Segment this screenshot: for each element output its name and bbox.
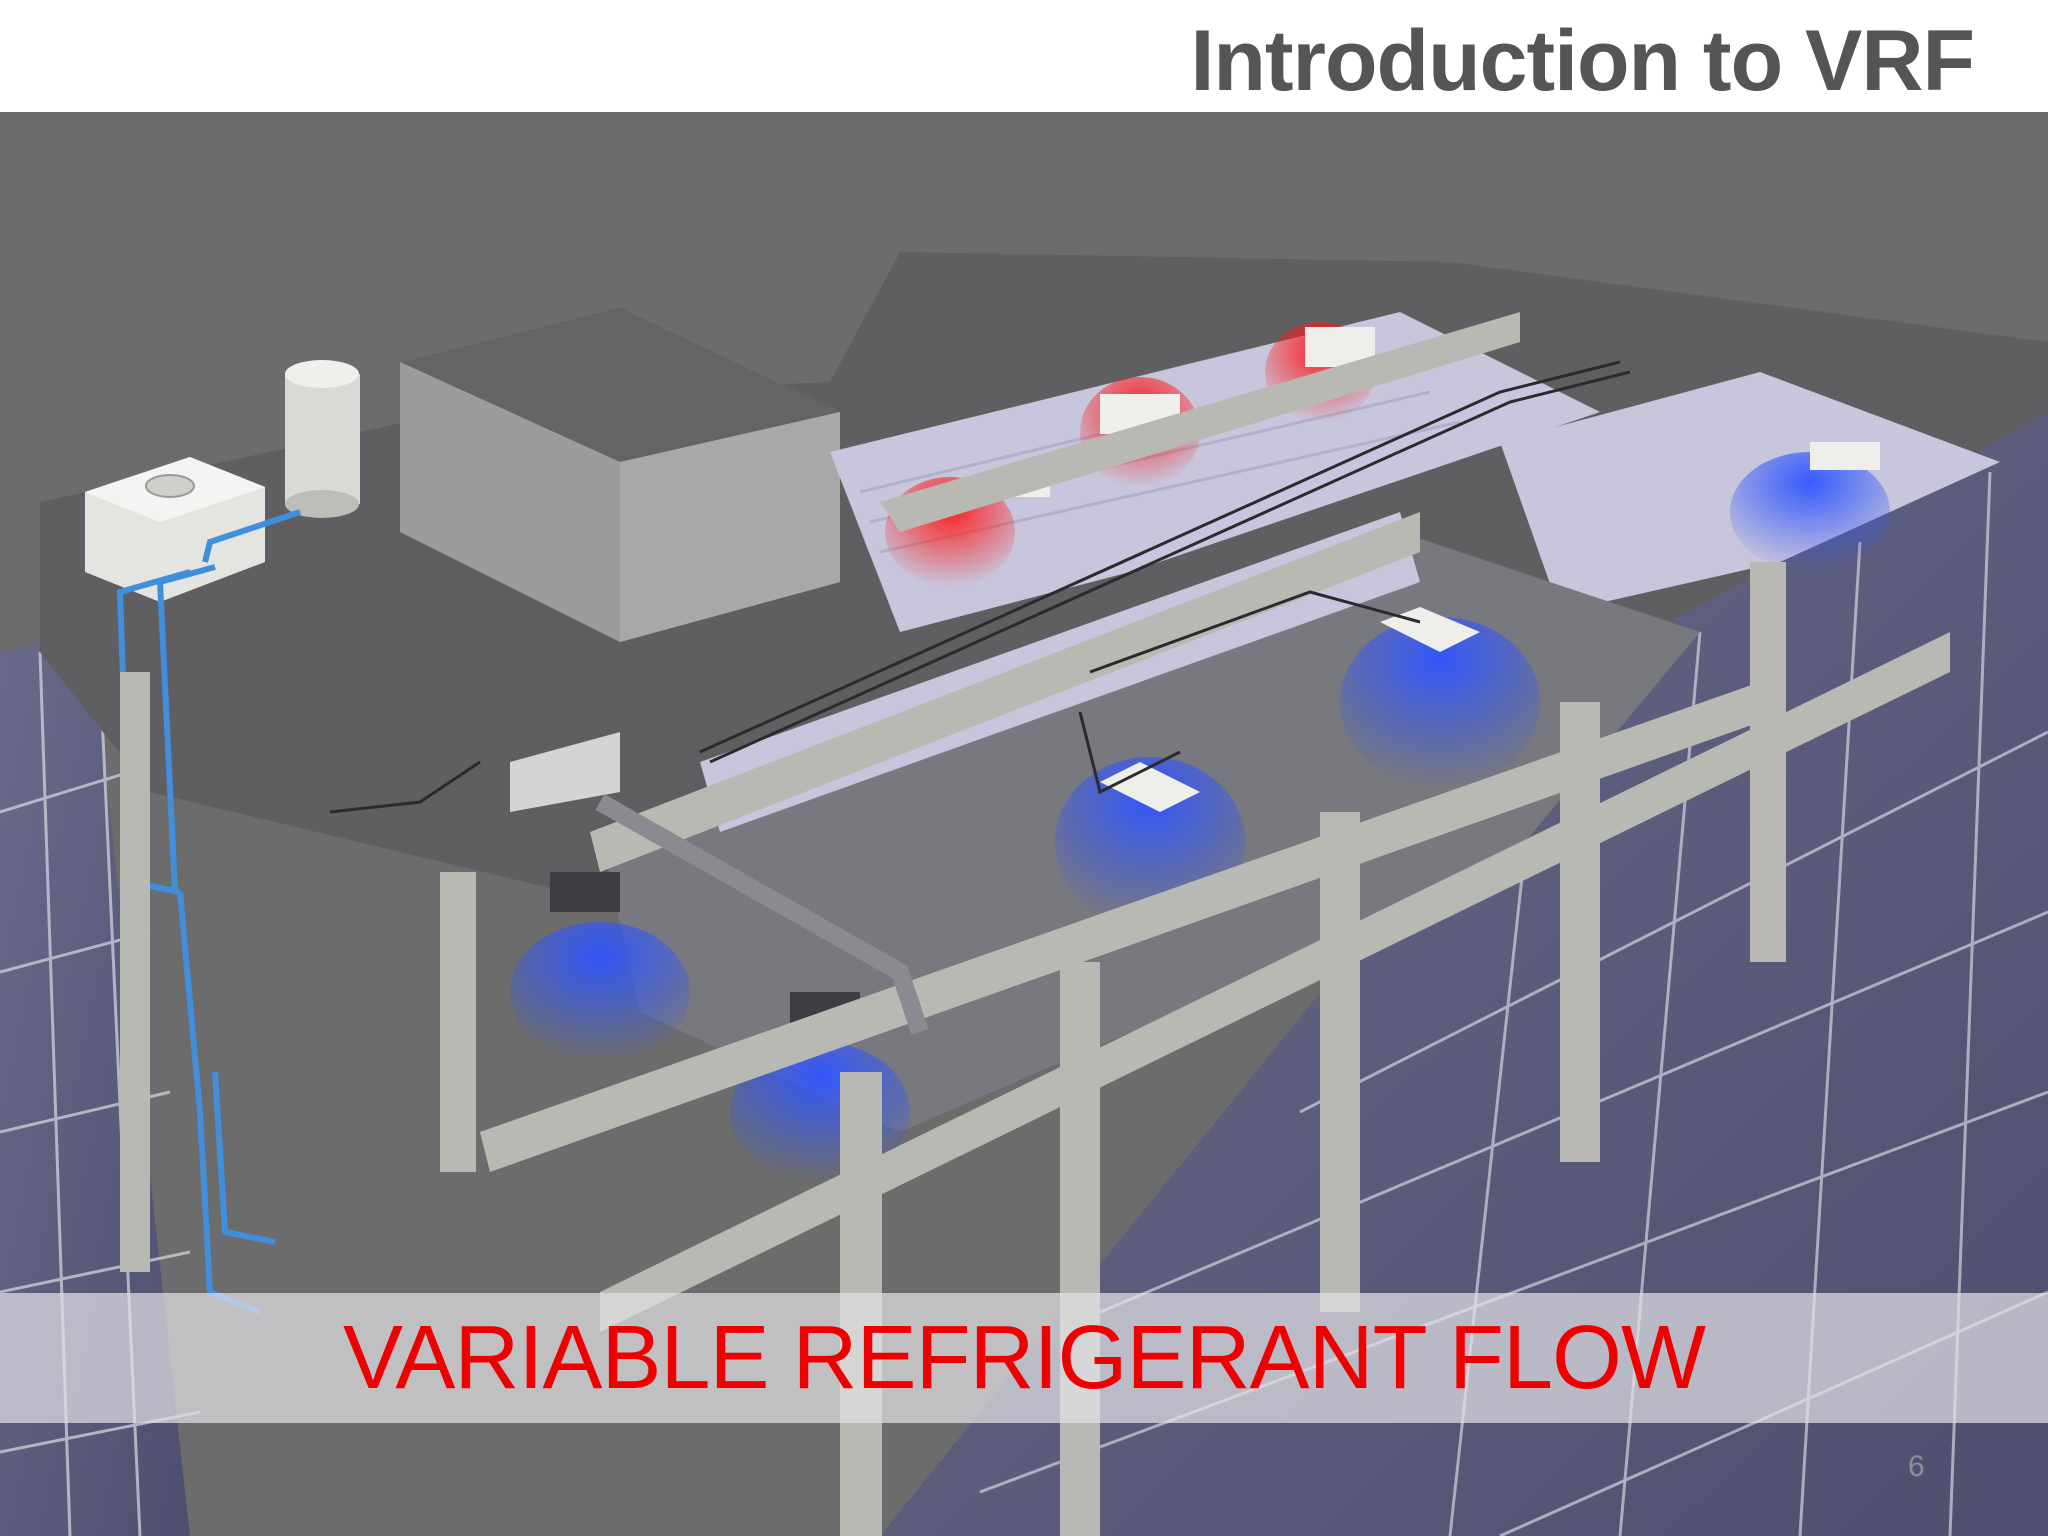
cooling-zone xyxy=(1340,617,1540,787)
page-number: 6 xyxy=(1908,1450,1925,1483)
cooling-zone xyxy=(1730,452,1890,572)
refrigerant-piping xyxy=(329,360,1631,814)
building-cutaway-illustration xyxy=(0,112,2048,1536)
right-office xyxy=(1500,372,2000,612)
rooftop-block xyxy=(400,307,840,642)
storage-tank xyxy=(285,360,360,518)
structural-frame xyxy=(120,312,1950,1536)
caption-text: VARIABLE REFRIGERANT FLOW xyxy=(343,1308,1706,1408)
branch-selector xyxy=(510,732,620,812)
caption-band xyxy=(0,1293,2048,1423)
indoor-unit xyxy=(1810,442,1880,470)
outdoor-unit xyxy=(85,457,265,602)
cassette-unit xyxy=(1100,762,1200,812)
cooling-zone xyxy=(510,922,690,1062)
slide-header: Introduction to VRF xyxy=(0,0,2048,112)
duct xyxy=(595,794,929,1035)
slide-title: Introduction to VRF xyxy=(1190,13,1975,109)
ducted-unit xyxy=(550,872,620,912)
